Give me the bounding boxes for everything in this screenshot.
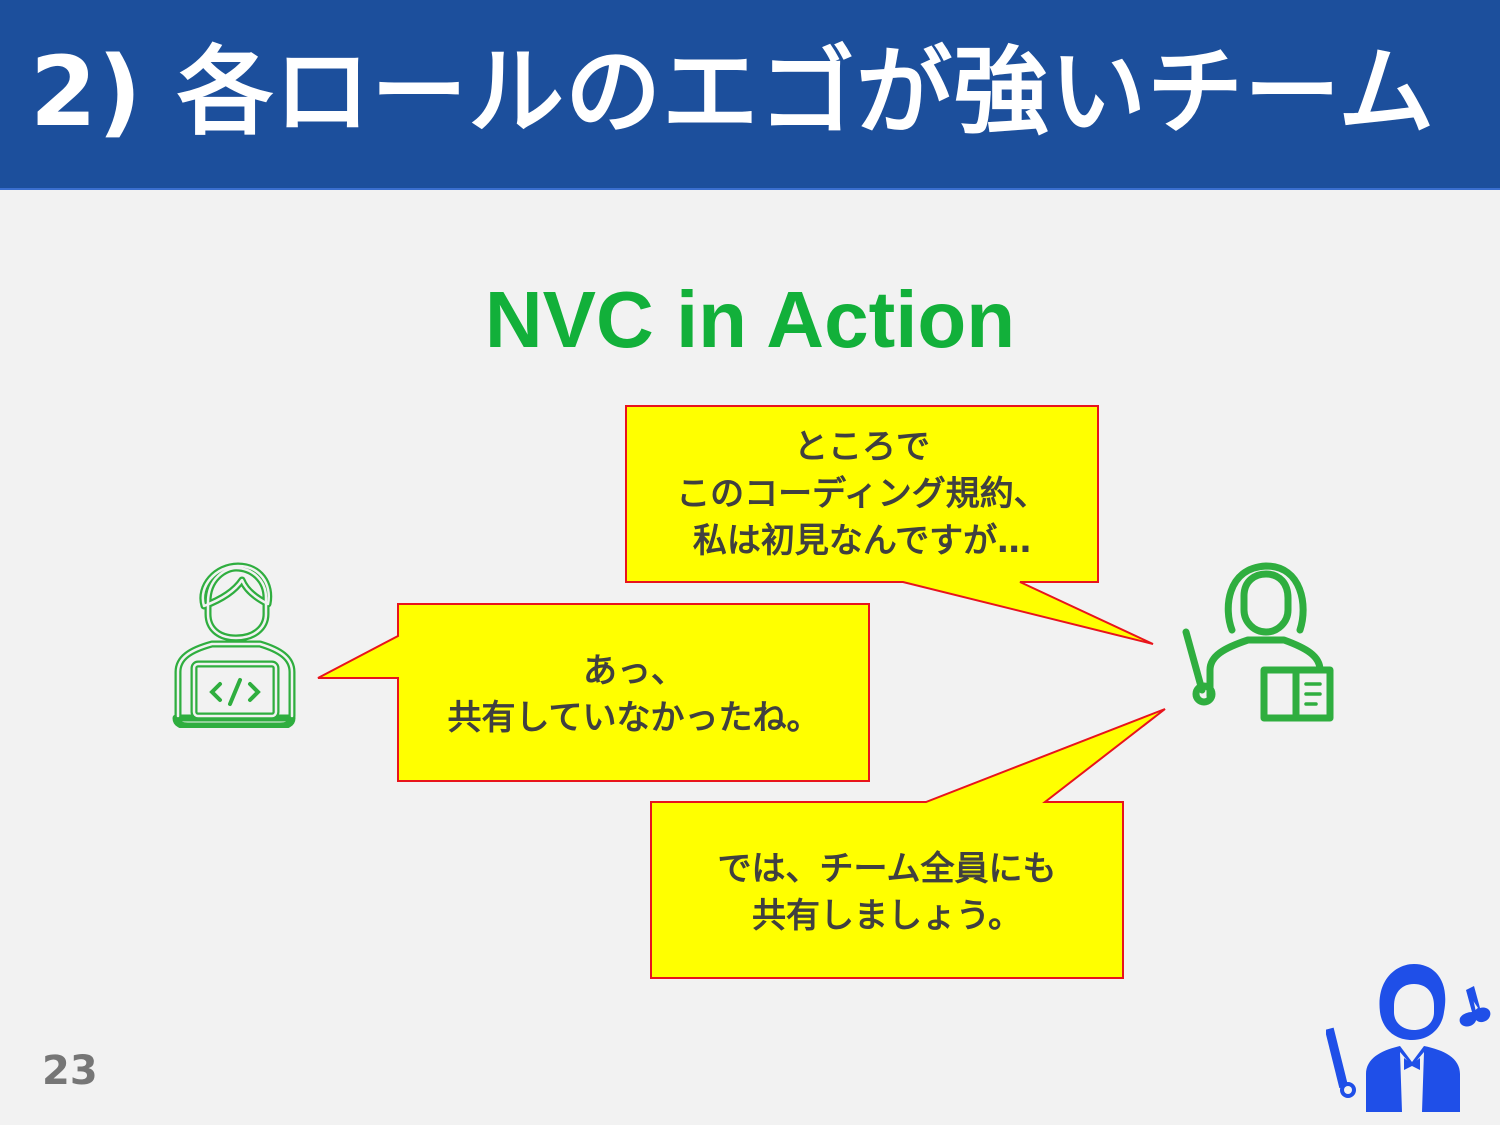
- speech-bubble-left-text: あっ、 共有していなかったね。: [447, 651, 821, 738]
- conductor-icon: [1326, 964, 1491, 1112]
- speech-bubble-bottom-text: では、チーム全員にも 共有しましょう。: [717, 849, 1057, 936]
- speech-bubble-top-text: ところで このコーディング規約、 私は初見なんですが…: [676, 427, 1048, 561]
- slide-subtitle: NVC in Action: [484, 275, 1016, 364]
- speech-bubble-top: [625, 405, 1154, 645]
- slide-title: 2) 各ロールのエゴが強いチーム: [30, 36, 1436, 148]
- developer-laptop-icon: [172, 562, 296, 728]
- speech-bubble-left: [317, 603, 870, 782]
- title-bar: 2) 各ロールのエゴが強いチーム: [0, 0, 1500, 190]
- speech-bubble-bottom: [650, 708, 1166, 979]
- page-number: 23: [42, 1048, 98, 1094]
- presenter-pointer-icon: [1182, 562, 1334, 722]
